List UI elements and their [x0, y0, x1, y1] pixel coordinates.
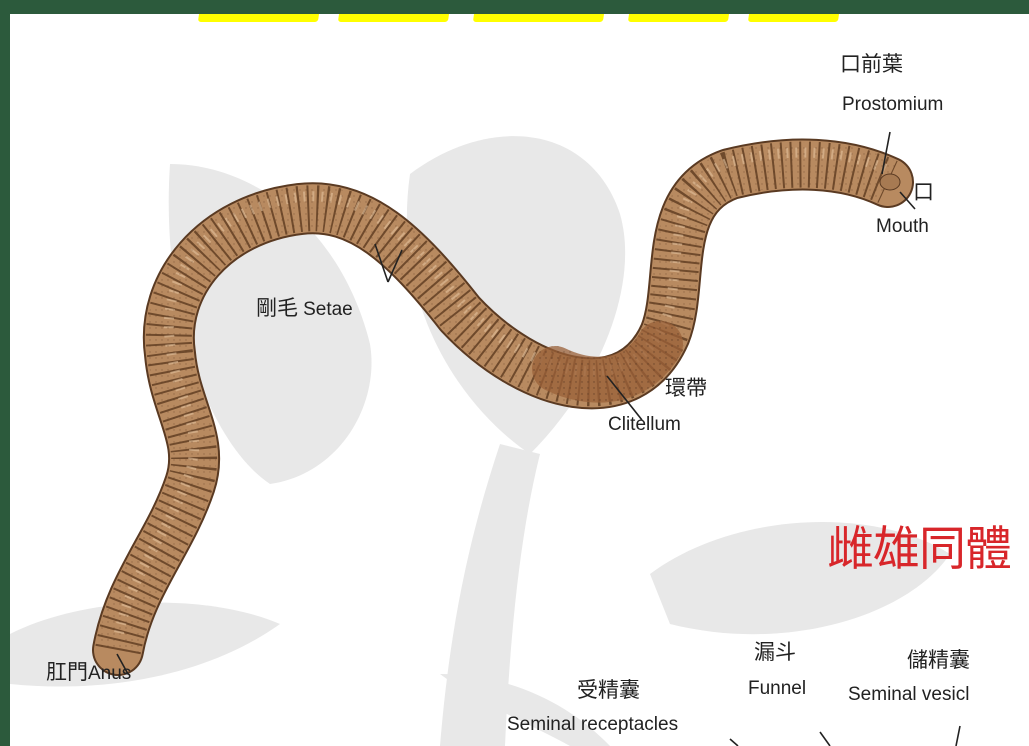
funnel-label-en: Funnel [748, 678, 807, 699]
worm-body [92, 138, 914, 676]
clitellum-label-en: Clitellum [608, 414, 681, 435]
mouth-label-en: Mouth [876, 216, 929, 237]
receptacle-label-cn: 受精囊 [577, 678, 640, 702]
anus-label-cn: 肛門 [46, 660, 88, 684]
leader-lines [116, 131, 961, 746]
mouth-label-cn: 口 [913, 180, 934, 204]
setae-label-cn: 剛毛 [256, 296, 298, 320]
vesicle-label-en: Seminal vesicl [848, 684, 970, 705]
vesicle-label-cn: 儲精囊 [907, 648, 970, 672]
anus-label: 肛門Anus [46, 660, 131, 685]
setae-label: 剛毛 Setae [256, 296, 353, 321]
prostomium-label-cn: 口前葉 [840, 52, 903, 76]
hermaphrodite-heading: 雌雄同體 [827, 522, 1012, 577]
earthworm-diagram [92, 131, 961, 746]
receptacle-label-en: Seminal receptacles [507, 714, 679, 735]
setae-label-en: Setae [303, 299, 353, 320]
slide-panel: 口前葉 Prostomium 口 Mouth 剛毛 Setae 環帶 Clite… [10, 14, 1029, 746]
clitellum-label-cn: 環帶 [665, 376, 707, 400]
anus-label-en: Anus [88, 663, 132, 684]
funnel-label-cn: 漏斗 [754, 640, 796, 664]
prostomium-label-en: Prostomium [842, 94, 944, 115]
